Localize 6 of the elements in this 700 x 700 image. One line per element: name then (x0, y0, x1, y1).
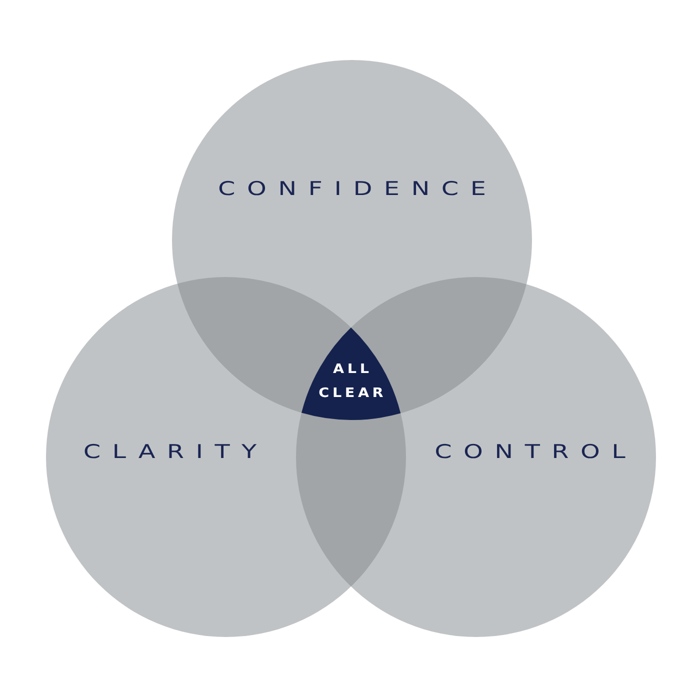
venn-circle (296, 277, 656, 637)
circle-label: CLARITY (82, 441, 268, 463)
intersection-region (301, 327, 401, 420)
circle-label: CONTROL (434, 441, 638, 463)
intersection-label: ALL CLEAR (318, 361, 387, 403)
circle-label: CONFIDENCE (217, 178, 498, 200)
